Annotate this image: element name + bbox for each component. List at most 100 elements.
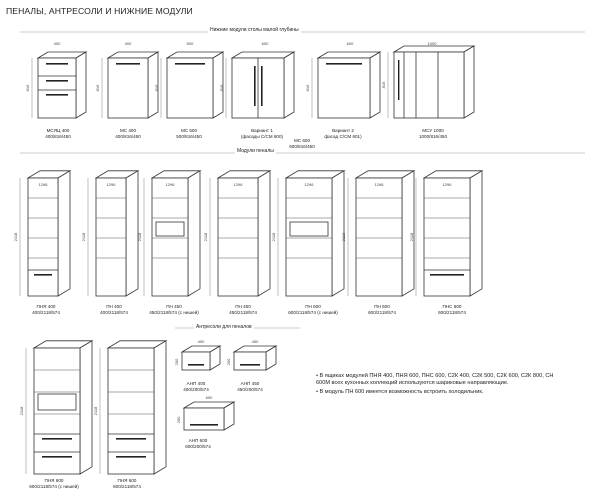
tall-bottom-cabinet-0-niche <box>37 393 77 411</box>
tall-cabinet-2 <box>150 170 202 297</box>
lower-width-1: 400 <box>125 41 132 46</box>
lower-cabinet-2-dim-h-text: 816 <box>154 84 159 91</box>
tall-cabinet-1 <box>94 170 140 297</box>
tall-cabinet-1-front <box>95 177 127 297</box>
lower-cabinet-3-handle-2 <box>261 66 263 106</box>
lower-cabinet-3-top <box>230 51 296 59</box>
tall-cabinet-6-side <box>469 170 483 297</box>
tall-cabinet-0-front <box>27 177 59 297</box>
lower-width-0: 400 <box>54 41 61 46</box>
lower-cabinet-1-handle <box>116 63 140 65</box>
lower-width-2: 500 <box>187 41 194 46</box>
mezzanine-0 <box>180 345 222 371</box>
mezzanine-2 <box>182 401 236 431</box>
tall-cabinet-2-front <box>151 177 189 297</box>
lower-cabinet-5-front <box>393 51 465 119</box>
lower-cabinet-4-dim-h-text: 816 <box>305 84 310 91</box>
tall-cabinet-2-dim-h-text: 2118 <box>137 232 142 241</box>
tall-cabinet-0-dim-h-text: 2118 <box>13 232 18 241</box>
lower-cabinet-2-handle <box>175 63 205 65</box>
lower-cabinet-4-front <box>317 57 371 119</box>
lower-cabinet-4-side <box>369 51 381 119</box>
mezzanine-1-width: 450 <box>252 339 259 344</box>
tall-cabinet-5 <box>354 170 416 297</box>
lower-width-5: 600 <box>347 41 354 46</box>
tall-cabinet-5-front <box>355 177 403 297</box>
tall-cabinet-3 <box>216 170 272 297</box>
note-drawers: • В ящиках модулей ПНЯ 400, ПНЯ 600, ПНС… <box>316 373 554 387</box>
lower-cabinet-5-side <box>463 45 475 119</box>
lower-cabinet-5-handle <box>398 60 400 100</box>
tall-cabinet-6 <box>422 170 484 297</box>
lower-cabinet-4-handle <box>326 63 362 65</box>
tall-cabinet-3-side <box>257 170 271 297</box>
section-tall-header: Модули пеналы <box>235 148 276 154</box>
lower-cabinet-5-dim-h-text: 816 <box>381 81 386 88</box>
tall-cabinet-4-dim-h-text: 2118 <box>271 232 276 241</box>
tall-bottom-cabinet-1-front <box>107 347 155 475</box>
lower-cabinet-1-dim-h-text: 816 <box>95 84 100 91</box>
tall-cabinet-3-dim-upper: 1296 <box>234 182 244 187</box>
lower-cabinet-1-front <box>107 57 149 119</box>
page-title: ПЕНАЛЫ, АНТРЕСОЛИ И НИЖНИЕ МОДУЛИ <box>6 6 193 16</box>
tall-bottom-cabinet-0-front <box>33 347 81 475</box>
lower-cabinet-0-handle-2 <box>46 80 68 82</box>
tall-cabinet-1-dim-h-text: 2118 <box>81 232 86 241</box>
mezzanine-0-width: 400 <box>198 339 205 344</box>
tall-cabinet-0-side <box>57 170 71 297</box>
mezzanine-2-height: 200 <box>176 416 181 423</box>
lower-cabinet-3-dim-h-text: 816 <box>219 84 224 91</box>
section-lower-header: Нижние модули столы малой глубины <box>208 27 301 33</box>
mezzanine-2-handle <box>190 424 218 426</box>
tall-bottom-cabinet-0-drawer-handle-2 <box>42 456 72 458</box>
tall-cabinet-0-drawer-handle <box>34 274 52 276</box>
lower-width-6: 1000 <box>428 41 438 46</box>
tall-bottom-cabinet-1-dim-h-text: 2118 <box>93 406 98 415</box>
lower-cabinet-0-handle-3 <box>46 94 68 96</box>
lower-cabinet-4 <box>316 51 382 119</box>
note-fridge: • В модуль ПН 600 имеется возможность вс… <box>316 388 484 395</box>
tall-cabinet-5-dim-h-text: 2118 <box>341 232 346 241</box>
lower-cabinet-5-top <box>392 45 476 53</box>
tall-cabinet-4-dim-upper: 1296 <box>305 182 315 187</box>
tall-bottom-cabinet-0-dim-h-text: 2118 <box>19 406 24 415</box>
tall-bottom-cabinet-1-drawer-handle-1 <box>116 438 146 440</box>
tall-cabinet-6-dim-upper: 1296 <box>443 182 453 187</box>
mezzanine-1-front <box>233 351 267 371</box>
lower-caption-3: Вариант 1(фасады С/СМ 600) <box>240 128 284 139</box>
lower-cabinet-3 <box>230 51 296 119</box>
tall-cabinet-4-niche <box>289 221 329 237</box>
lower-cabinet-0-dim-h-text: 816 <box>25 84 30 91</box>
tall-bottom-cabinet-0 <box>32 340 94 475</box>
tall-bottom-cabinet-1 <box>106 340 168 475</box>
tall-bottom-cabinet-1-drawer-handle-2 <box>116 456 146 458</box>
mezzanine-0-front <box>181 351 211 371</box>
tall-bottom-cabinet-0-drawer-handle-1 <box>42 438 72 440</box>
tall-cabinet-5-dim-upper: 1296 <box>375 182 385 187</box>
tall-cabinet-3-dim-h-text: 2118 <box>203 232 208 241</box>
tall-cabinet-0 <box>26 170 72 297</box>
notes-block: • В ящиках модулей ПНЯ 400, ПНЯ 600, ПНС… <box>316 373 556 397</box>
tall-cabinet-3-front <box>217 177 259 297</box>
lower-cabinet-5 <box>392 45 476 119</box>
tall-bottom-cabinet-1-side <box>153 340 167 475</box>
tall-cabinet-4-front <box>285 177 333 297</box>
lower-width-3: 600 <box>262 41 269 46</box>
